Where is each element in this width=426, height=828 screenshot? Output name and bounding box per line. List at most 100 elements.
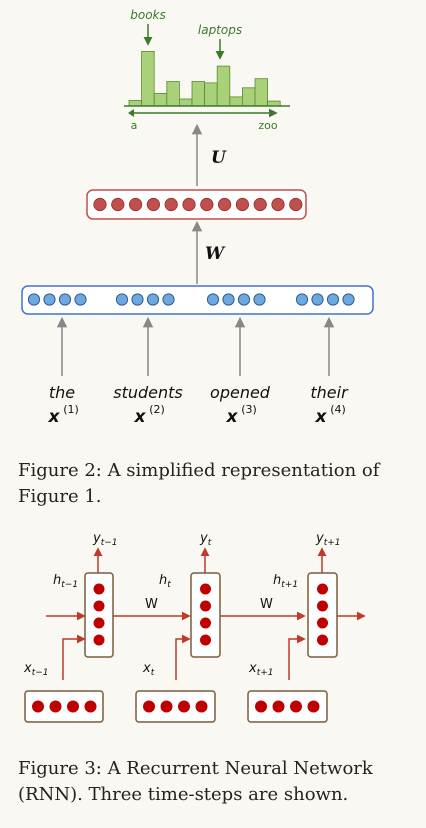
- input-var-2: x: [134, 407, 147, 427]
- rnn-input-neuron: [272, 700, 285, 713]
- input-sup-1: (1): [63, 403, 79, 416]
- input-path-cur: [175, 634, 191, 680]
- input-var-3: x: [226, 407, 239, 427]
- histogram-bar: [204, 82, 218, 107]
- rnn-hidden-neuron: [317, 617, 328, 629]
- rnn-hidden-neuron: [93, 634, 105, 646]
- hidden-layer-neurons: [93, 197, 303, 212]
- hidden-neuron: [218, 197, 232, 212]
- rnn-input-neurons: [32, 700, 320, 713]
- figure-2-caption: Figure 2: A simplified representation of…: [18, 460, 380, 507]
- rnn-hidden-neurons: [93, 583, 328, 646]
- rnn-hidden-neuron: [93, 617, 105, 629]
- label-y-prev: yt−1: [92, 531, 118, 548]
- input-neuron: [206, 293, 220, 306]
- rnn-input-neuron: [307, 700, 320, 713]
- rnn-hidden-neuron: [317, 600, 328, 612]
- rnn-input-neuron: [290, 700, 302, 713]
- label-w-1: W: [145, 597, 158, 612]
- input-neuron: [237, 293, 251, 306]
- rnn-input-neuron: [67, 700, 79, 713]
- rnn-input-neuron: [160, 700, 173, 713]
- input-var-1: x: [48, 407, 61, 427]
- histogram-bar: [141, 51, 155, 107]
- label-y-next: yt+1: [315, 531, 341, 548]
- input-neuron: [58, 293, 72, 306]
- input-neuron: [43, 293, 56, 306]
- label-x-next: xt+1: [248, 661, 274, 678]
- histogram-bar: [178, 98, 193, 107]
- word-3: opened: [210, 383, 271, 402]
- input-sup-4: (4): [330, 403, 346, 416]
- input-neuron: [74, 293, 87, 306]
- input-neuron: [342, 293, 355, 306]
- hidden-neuron: [129, 197, 143, 212]
- hidden-neuron: [146, 197, 160, 212]
- rnn-hidden-neuron: [93, 600, 105, 612]
- axis-start-label: a: [131, 119, 138, 132]
- hidden-neuron: [253, 197, 267, 212]
- histogram-bar: [229, 96, 243, 107]
- rnn-input-neuron: [195, 700, 208, 713]
- histogram-bar: [153, 93, 168, 107]
- matrix-U-label: U: [211, 148, 227, 168]
- rnn-hidden-neuron: [93, 583, 105, 595]
- histogram-bar: [166, 81, 180, 107]
- input-sup-3: (3): [241, 403, 257, 416]
- rnn-hidden-neuron: [200, 600, 211, 612]
- rnn-input-neuron: [178, 700, 190, 713]
- rnn-input-neuron: [49, 700, 62, 713]
- hidden-box-prev: [84, 572, 114, 658]
- input-box-cur: [135, 690, 216, 723]
- rnn-hidden-neuron: [200, 617, 211, 629]
- input-neuron: [162, 293, 175, 306]
- input-neuron: [295, 293, 309, 306]
- histogram-bars: [128, 51, 281, 107]
- input-neuron: [131, 293, 144, 306]
- label-h-prev: ht−1: [53, 573, 78, 590]
- input-sup-2: (2): [149, 403, 165, 416]
- input-layer-neurons: [27, 293, 355, 306]
- histogram-bar: [241, 87, 256, 107]
- input-path-prev: [62, 634, 86, 680]
- input-var-4: x: [315, 407, 328, 427]
- hidden-neuron: [235, 197, 249, 212]
- label-h-cur: ht: [159, 573, 171, 590]
- rnn-hidden-neuron: [317, 583, 328, 595]
- input-neuron: [115, 293, 129, 306]
- hidden-neuron: [271, 197, 285, 212]
- input-neuron: [27, 293, 41, 306]
- hidden-neuron: [289, 197, 303, 212]
- rnn-input-neuron: [255, 700, 267, 713]
- input-neuron: [146, 293, 160, 306]
- hidden-box-cur: [190, 572, 221, 658]
- label-x-cur: xt: [142, 661, 155, 678]
- histogram-label-books: books: [130, 8, 166, 22]
- label-y-cur: yt: [199, 531, 212, 548]
- hidden-neuron: [164, 197, 178, 212]
- input-neuron: [253, 293, 266, 306]
- label-h-next: ht+1: [273, 573, 298, 590]
- histogram-bar: [254, 78, 269, 107]
- figure-2-diagram: books laptops a zoo U W the students ope…: [21, 8, 374, 427]
- hidden-neuron: [93, 197, 107, 212]
- word-4: their: [310, 383, 349, 402]
- hidden-box-next: [307, 572, 338, 658]
- input-neuron: [222, 293, 235, 306]
- rnn-hidden-neuron: [200, 634, 211, 646]
- histogram-bar: [191, 81, 206, 107]
- rnn-input-neuron: [84, 700, 97, 713]
- histogram-bar: [128, 100, 143, 107]
- histogram-label-laptops: laptops: [198, 23, 242, 37]
- word-2: students: [113, 383, 183, 402]
- input-box-prev: [24, 690, 104, 723]
- hidden-neuron: [182, 197, 196, 212]
- hidden-neuron: [111, 197, 125, 212]
- input-neuron: [326, 293, 340, 306]
- figure-3-caption: Figure 3: A Recurrent Neural Network (RN…: [18, 758, 373, 805]
- rnn-hidden-neuron: [317, 634, 328, 646]
- histogram-bar: [216, 65, 231, 107]
- figure-3-diagram: yt−1 yt yt+1 ht−1 ht ht+1 xt−1 xt xt+1 W…: [23, 531, 366, 723]
- input-path-next: [288, 634, 306, 680]
- label-w-2: W: [260, 597, 273, 612]
